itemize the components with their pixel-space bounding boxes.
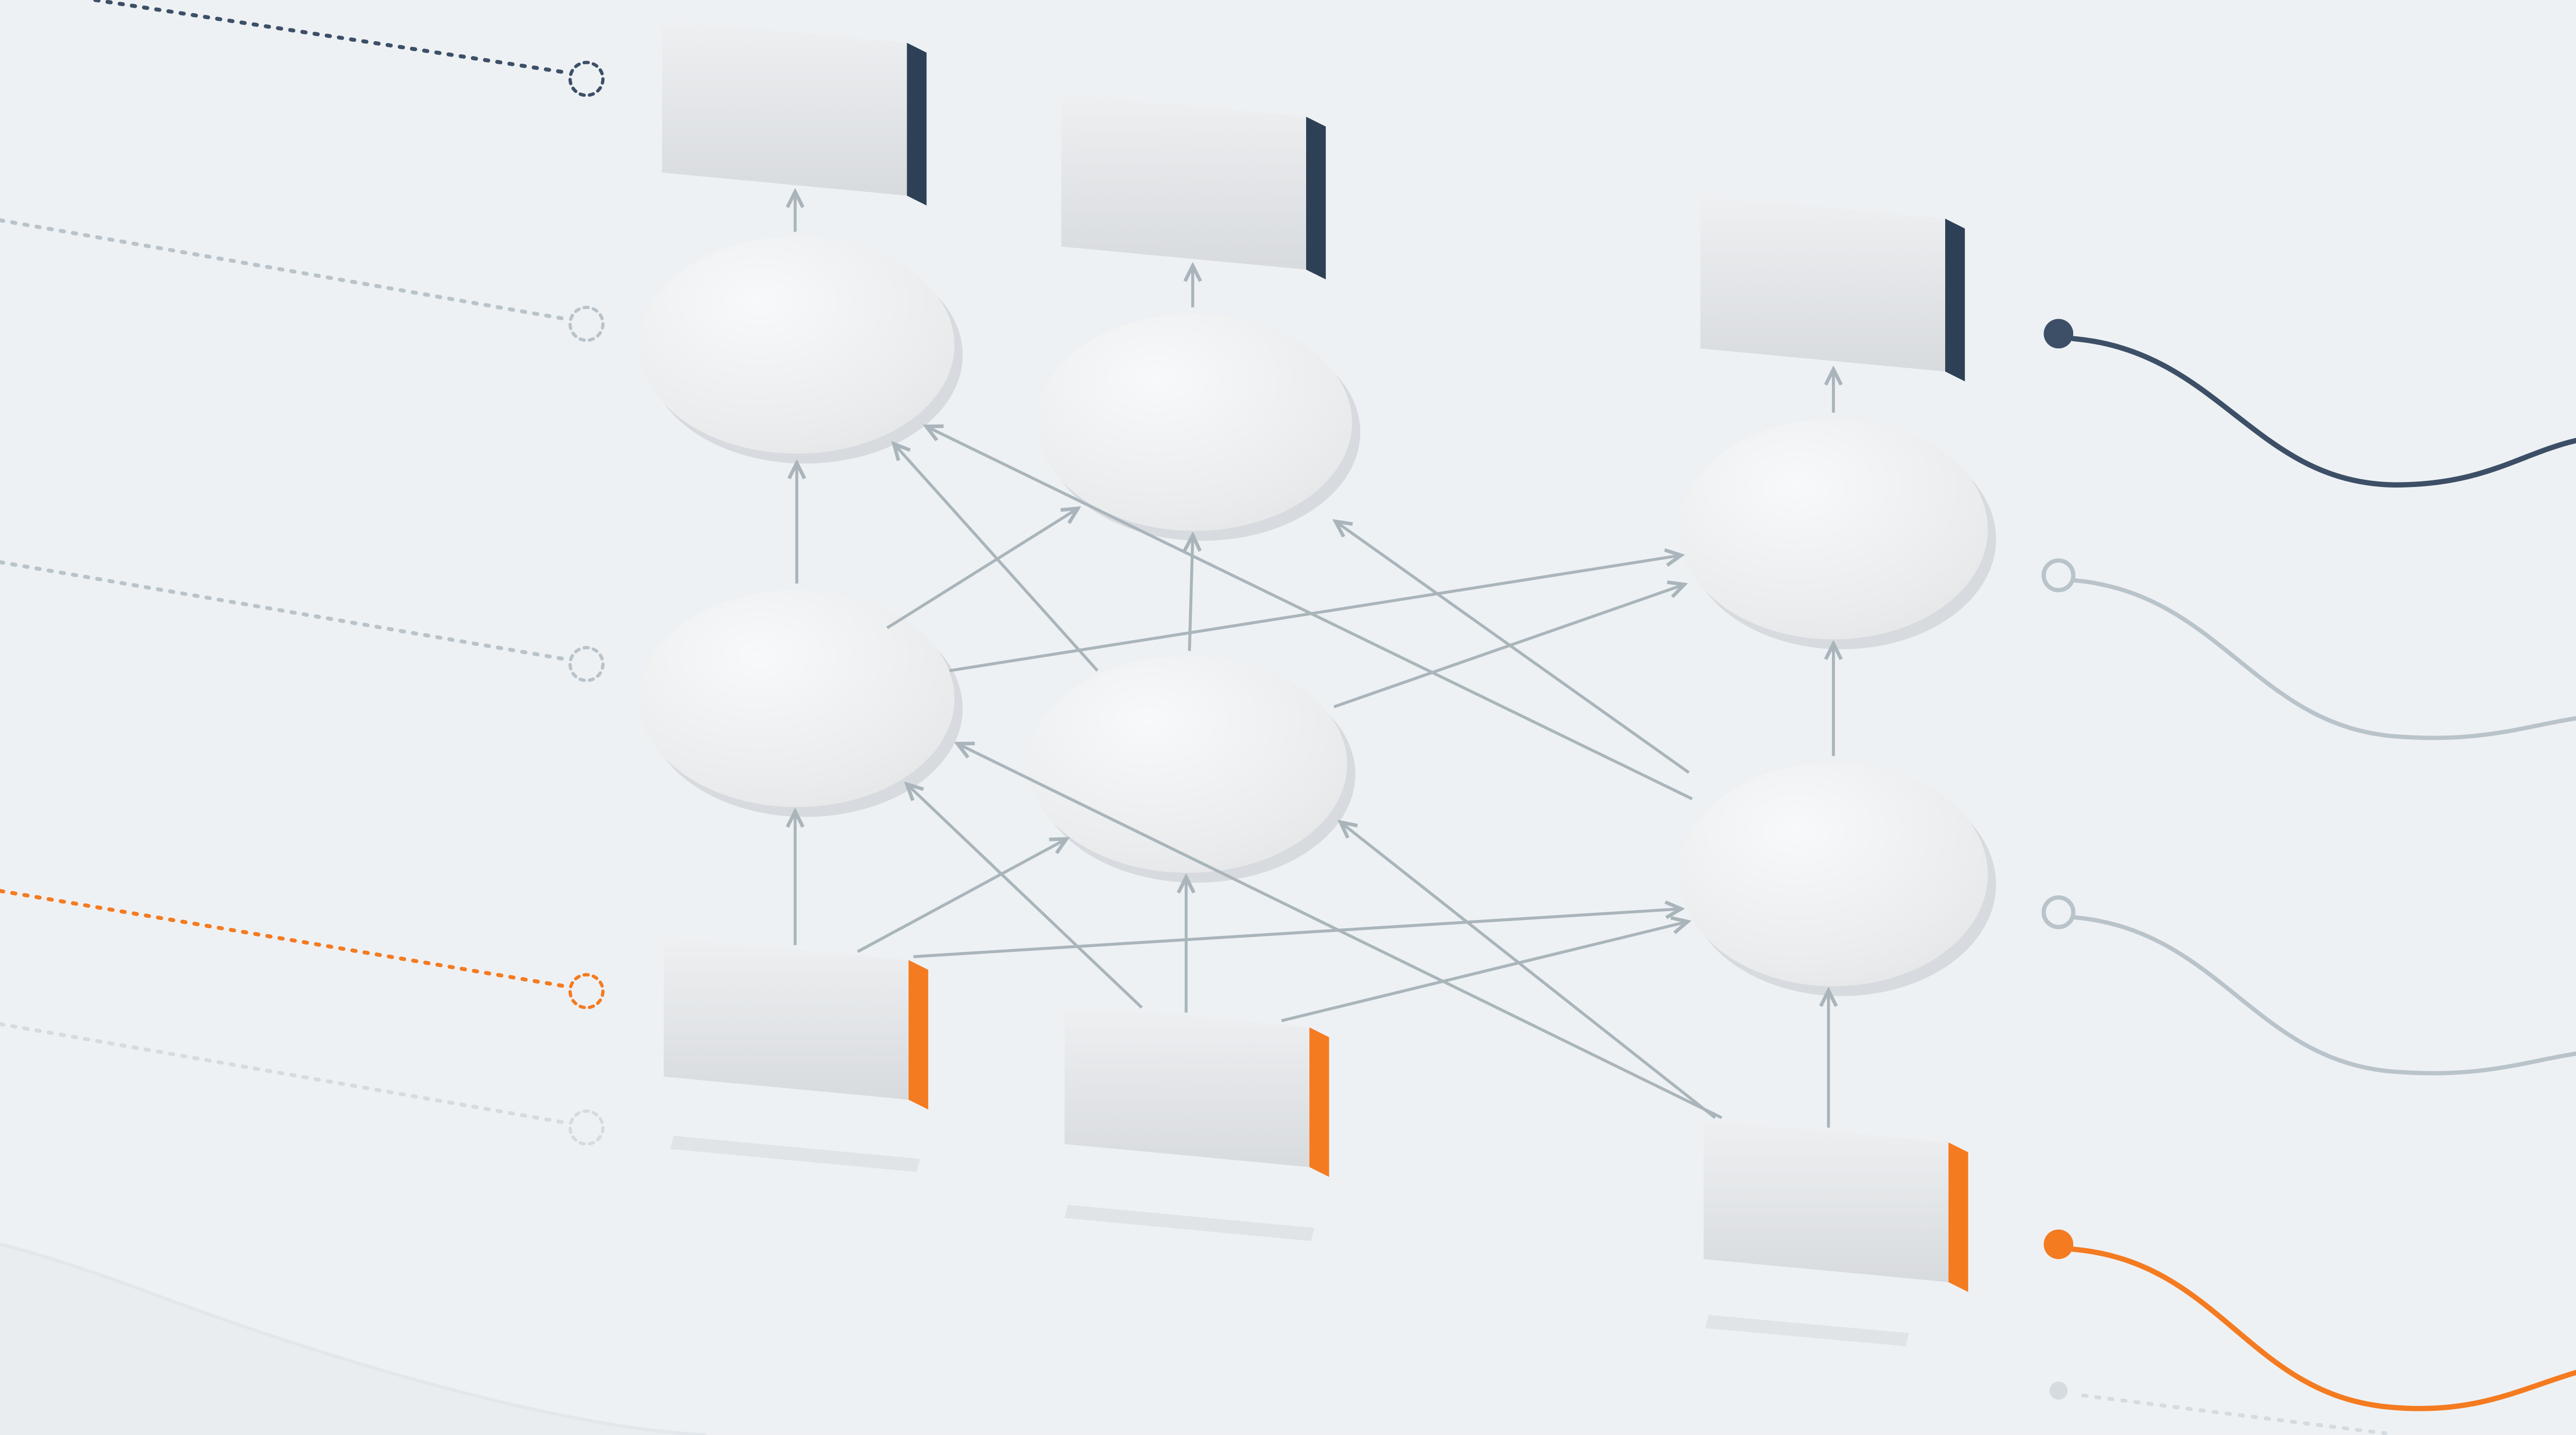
- output-block-1-navy-edge: [907, 42, 927, 206]
- output-dot-navy: [2044, 319, 2074, 349]
- output-block-2: [1061, 93, 1326, 280]
- hidden-ellipse-bottom-3-face: [1679, 762, 1988, 987]
- output-block-3-face: [1700, 195, 1945, 372]
- input-block-underbar-2: [1064, 1205, 1314, 1242]
- hidden-ellipse-bottom-3: [1679, 762, 1996, 996]
- output-block-3-navy-edge: [1945, 218, 1965, 381]
- right-output-curves: [2041, 319, 2576, 1435]
- output-dot-faint: [2049, 1381, 2068, 1400]
- output-blocks: [662, 19, 1965, 381]
- arrow-h3-e2: [1337, 523, 1690, 774]
- arrow-h2-e3: [1333, 585, 1683, 708]
- output-block-1: [662, 19, 927, 206]
- input-node-circle-gray-1: [568, 306, 605, 342]
- output-curve-gray-1: [2071, 578, 2576, 740]
- arrow-i3-h1: [959, 745, 1723, 1120]
- output-block-1-face: [662, 19, 907, 196]
- input-block-3-orange-edge: [1948, 1142, 1968, 1292]
- arrow-i1-h3: [913, 909, 1679, 958]
- input-line-gray-1: [0, 218, 568, 321]
- arrow-i3-h2: [1342, 823, 1717, 1119]
- left-input-lines: [0, 0, 605, 1146]
- connection-arrows: [795, 194, 1834, 1128]
- hidden-ellipse-top-1: [639, 236, 963, 464]
- hidden-ellipse-top-1-face: [639, 236, 955, 454]
- output-dot-orange: [2044, 1229, 2074, 1259]
- input-block-1-face: [663, 937, 909, 1100]
- output-curve-orange: [2070, 1246, 2576, 1411]
- hidden-ellipse-bottom-1-face: [639, 590, 955, 807]
- panel-corner-edge: [0, 1243, 707, 1435]
- input-node-circle-orange: [568, 973, 605, 1010]
- input-block-2-orange-edge: [1309, 1027, 1329, 1177]
- hidden-ellipse-top-3-face: [1679, 419, 1988, 640]
- arrow-h1-e3: [949, 556, 1679, 672]
- input-block-3-face: [1703, 1119, 1948, 1282]
- input-block-1: [663, 937, 929, 1110]
- input-node-circle-gray-2: [568, 646, 605, 683]
- arrow-i2-h3: [1281, 922, 1685, 1022]
- output-block-2-navy-edge: [1306, 117, 1326, 280]
- hidden-ellipse-top-2-face: [1036, 314, 1352, 531]
- input-node-circle-faint: [568, 1109, 605, 1146]
- output-line-faint-dotted: [2081, 1393, 2388, 1435]
- hidden-ellipse-top-2: [1036, 314, 1361, 541]
- input-line-gray-2: [0, 560, 568, 661]
- hidden-ellipse-top-3: [1679, 419, 1996, 650]
- output-curve-navy: [2070, 336, 2576, 488]
- output-dot-open-2: [2041, 895, 2076, 929]
- arrow-i2-h1: [908, 786, 1143, 1009]
- input-line-navy: [93, 0, 568, 75]
- input-block-3: [1703, 1119, 1968, 1292]
- arrow-i1-h2: [857, 840, 1065, 954]
- panel-corner-cutout: [0, 1244, 707, 1435]
- arrow-h1-e2: [886, 509, 1076, 629]
- input-block-underbar-3: [1705, 1315, 1909, 1347]
- input-line-faint: [0, 1022, 568, 1125]
- hidden-ellipse-bottom-1: [639, 590, 963, 817]
- input-line-orange: [0, 889, 568, 989]
- hidden-ellipse-bottom-2-face: [1028, 656, 1347, 873]
- input-block-2-face: [1064, 1004, 1309, 1167]
- input-block-2: [1064, 1004, 1329, 1177]
- output-block-2-face: [1061, 93, 1306, 270]
- input-block-underbar-1: [670, 1135, 920, 1172]
- arrow-h3-e1: [928, 428, 1693, 800]
- output-curve-gray-2: [2071, 915, 2576, 1076]
- output-dot-open-1: [2041, 558, 2076, 592]
- output-block-3: [1700, 195, 1965, 381]
- input-block-1-orange-edge: [908, 960, 929, 1110]
- arrow-h2-e1: [895, 446, 1099, 672]
- input-node-circle-navy: [568, 60, 605, 97]
- input-blocks: [663, 937, 1968, 1347]
